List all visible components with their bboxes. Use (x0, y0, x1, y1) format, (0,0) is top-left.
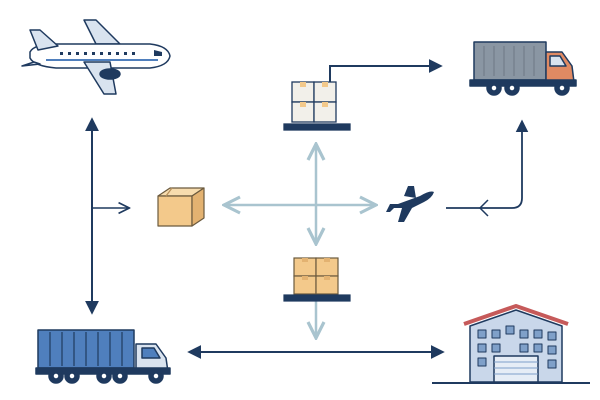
warehouse-icon (432, 304, 590, 384)
pallet-boxes-top (283, 81, 351, 131)
container-truck-icon (469, 41, 577, 96)
semi-truck-icon (35, 329, 171, 384)
pallet-to-container-truck-arrow (329, 59, 443, 100)
plane-return-tick (478, 199, 489, 217)
small-airplane-icon (386, 186, 434, 222)
airplane-icon (21, 19, 171, 95)
plane-to-container-truck-arrow (446, 119, 529, 209)
pallet-boxes-bottom (283, 257, 351, 302)
parcel-box-icon (157, 187, 205, 227)
